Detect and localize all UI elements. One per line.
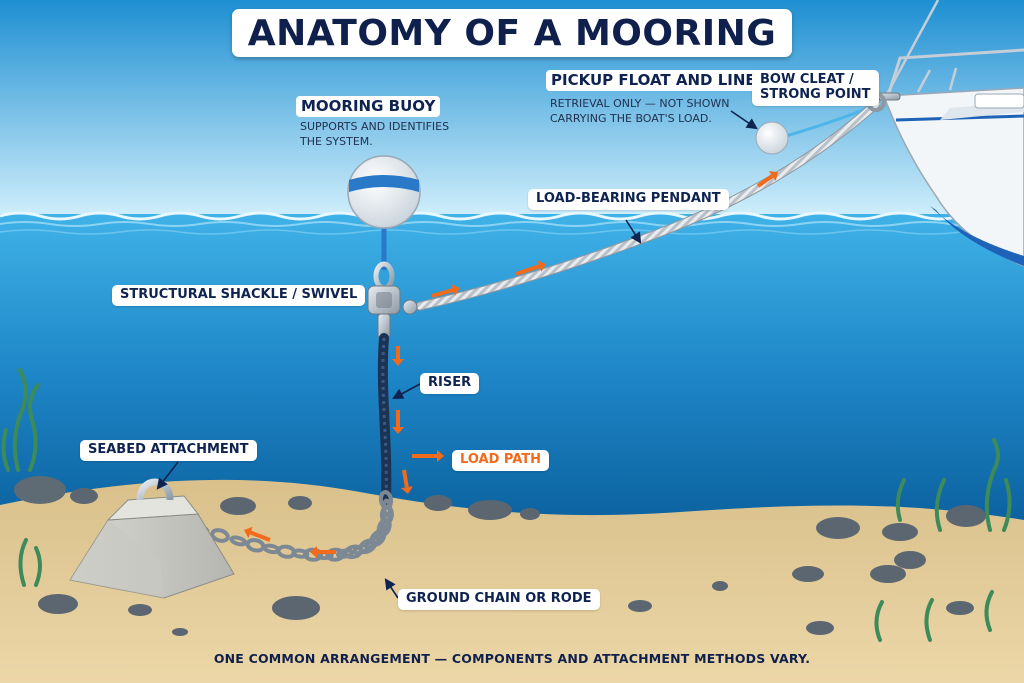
riser-label: RISER bbox=[420, 373, 480, 394]
load-arrow-head bbox=[392, 359, 404, 366]
diagram-title: ANATOMY OF A MOORING bbox=[232, 9, 792, 57]
pickup-float-description-2: CARRYING THE BOAT'S LOAD. bbox=[550, 111, 712, 125]
chain-link bbox=[379, 504, 394, 525]
chain-link bbox=[376, 517, 392, 538]
load-arrow-head bbox=[392, 427, 404, 434]
mooring-buoy bbox=[347, 155, 421, 270]
seabed bbox=[0, 479, 1024, 683]
chain-link bbox=[210, 528, 230, 543]
ground-chain-label: GROUND CHAIN OR RODE bbox=[398, 589, 600, 610]
load-arrow-head bbox=[400, 486, 413, 494]
pickup-float-title: PICKUP FLOAT AND LINE bbox=[546, 70, 761, 92]
pickup-float bbox=[755, 121, 789, 155]
footnote: ONE COMMON ARRANGEMENT — COMPONENTS AND … bbox=[213, 651, 811, 666]
chain-link bbox=[229, 535, 248, 547]
water bbox=[0, 214, 1024, 534]
mooring-buoy-label: MOORING BUOY SUPPORTS AND IDENTIFIES THE… bbox=[296, 96, 449, 149]
chain-link bbox=[343, 544, 364, 560]
load-arrow-shaft bbox=[249, 530, 271, 542]
seabed-block bbox=[69, 478, 235, 599]
load-path-label: LOAD PATH bbox=[452, 450, 550, 471]
seaweed-left bbox=[1, 368, 42, 587]
chain-link bbox=[325, 547, 346, 562]
chain-link bbox=[335, 548, 354, 559]
mooring-buoy-title: MOORING BUOY bbox=[296, 96, 441, 118]
pickup-float-label: PICKUP FLOAT AND LINE RETRIEVAL ONLY — N… bbox=[546, 70, 761, 126]
pickup-float-description-1: RETRIEVAL ONLY — NOT SHOWN bbox=[550, 97, 730, 111]
seabed-attachment-label: SEABED ATTACHMENT bbox=[80, 440, 257, 461]
mooring-buoy-description-2: THE SYSTEM. bbox=[300, 134, 373, 148]
load-path-arrows bbox=[244, 171, 778, 558]
load-arrow-shaft bbox=[756, 174, 774, 188]
water-surface-line bbox=[0, 211, 1024, 221]
shackle-label: STRUCTURAL SHACKLE / SWIVEL bbox=[112, 285, 366, 306]
load-arrow-head bbox=[768, 171, 778, 181]
load-arrow-shaft bbox=[402, 469, 409, 488]
load-arrow-head bbox=[310, 546, 317, 558]
load-arrow-head bbox=[244, 526, 253, 539]
riser bbox=[377, 333, 392, 505]
boat bbox=[873, 0, 1024, 267]
pendant-label: LOAD-BEARING PENDANT bbox=[528, 189, 729, 210]
load-arrow-head bbox=[437, 450, 444, 462]
seaweed-right bbox=[874, 438, 1012, 642]
bow-cleat-line-2: STRONG POINT bbox=[760, 86, 871, 102]
load-arrow-head bbox=[451, 284, 460, 296]
load-arrow-head bbox=[537, 260, 546, 272]
bow-cleat-line-1: BOW CLEAT / bbox=[760, 72, 854, 87]
mooring-buoy-description-1: SUPPORTS AND IDENTIFIES bbox=[300, 120, 450, 134]
load-arrow-shaft bbox=[431, 287, 454, 298]
chain-link bbox=[369, 529, 387, 547]
bow-cleat-label: BOW CLEAT / STRONG POINT bbox=[752, 70, 879, 106]
load-arrow-shaft bbox=[515, 264, 541, 276]
shackle-swivel bbox=[367, 261, 418, 339]
chain-link bbox=[245, 538, 266, 553]
